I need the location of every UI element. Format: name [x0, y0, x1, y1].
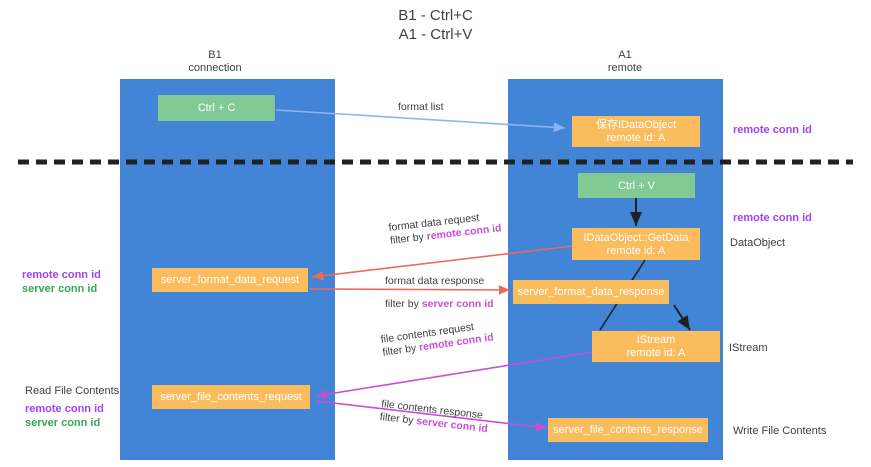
- annotation-right-mid-conn: remote conn id: [733, 212, 812, 224]
- node-ctrl-v-label: Ctrl + V: [618, 179, 655, 192]
- annotation-left-read-file: Read File Contents: [25, 385, 120, 397]
- node-istream[interactable]: IStream remote id: A: [592, 331, 720, 362]
- column-right-role: remote: [607, 62, 643, 74]
- node-istream-sub: remote id: A: [626, 347, 686, 359]
- node-server-file-contents-response[interactable]: server_file_contents_response: [548, 418, 708, 442]
- filter-prefix: filter by: [385, 298, 422, 310]
- title-line-1: B1 - Ctrl+C: [398, 7, 473, 24]
- node-idataobject-getdata[interactable]: IDataObject::GetData remote id: A: [572, 228, 700, 260]
- edge-label-format-data-response: format data response filter by server co…: [385, 275, 494, 311]
- node-idataobject-getdata-label: IDataObject::GetData: [583, 231, 689, 244]
- column-header-left: B1 connection: [155, 49, 275, 75]
- edge-label-format-list: format list: [398, 101, 444, 113]
- annotation-left-mid-server: server conn id: [22, 283, 98, 295]
- node-server-file-contents-request[interactable]: server_file_contents_request: [152, 385, 310, 409]
- title-line-2: A1 - Ctrl+V: [398, 26, 473, 43]
- node-istream-label: IStream: [636, 334, 676, 346]
- edge-label-format-data-response-text: format data response: [385, 275, 485, 287]
- filter-key: server conn id: [421, 298, 494, 310]
- edge-label-format-data-request: format data request filter by remote con…: [388, 209, 502, 248]
- node-server-format-data-request[interactable]: server_format_data_request: [152, 268, 308, 292]
- annotation-right-write-file: Write File Contents: [733, 425, 827, 437]
- node-idataobject-remote-label: 保存IDataObject: [595, 119, 677, 131]
- node-idataobject-remote[interactable]: 保存IDataObject remote id: A: [572, 116, 700, 147]
- annotation-left-low-remote: remote conn id: [25, 403, 104, 415]
- node-server-format-data-response-label: server_format_data_response: [517, 286, 665, 298]
- node-idataobject-getdata-sub: remote id: A: [606, 244, 666, 257]
- node-ctrl-v[interactable]: Ctrl + V: [578, 173, 695, 198]
- annotation-left-low-server: server conn id: [25, 417, 101, 429]
- node-ctrl-c[interactable]: Ctrl + C: [158, 95, 275, 121]
- edge-label-format-data-response-filter: filter by server conn id: [385, 298, 494, 311]
- annotation-right-istream: IStream: [729, 342, 768, 354]
- node-server-format-data-request-label: server_format_data_request: [160, 274, 300, 286]
- annotation-left-mid-remote: remote conn id: [22, 269, 101, 281]
- annotation-right-dataobject: DataObject: [730, 237, 786, 249]
- column-right-name: A1: [618, 49, 632, 61]
- node-server-format-data-response[interactable]: server_format_data_response: [513, 280, 669, 304]
- annotation-right-top-conn: remote conn id: [733, 124, 812, 136]
- node-server-file-contents-response-label: server_file_contents_response: [553, 424, 703, 436]
- node-idataobject-remote-sub: remote id: A: [606, 132, 666, 144]
- column-header-right: A1 remote: [565, 49, 685, 75]
- edge-label-file-contents-request: file contents request filter by remote c…: [380, 318, 495, 359]
- edge-label-file-contents-response: file contents response filter by server …: [379, 398, 490, 436]
- page-title: B1 - Ctrl+C A1 - Ctrl+V: [0, 6, 871, 44]
- node-server-file-contents-request-label: server_file_contents_request: [160, 391, 302, 403]
- node-ctrl-c-label: Ctrl + C: [197, 102, 236, 114]
- column-left-name: B1: [208, 49, 222, 61]
- column-left-role: connection: [188, 62, 242, 74]
